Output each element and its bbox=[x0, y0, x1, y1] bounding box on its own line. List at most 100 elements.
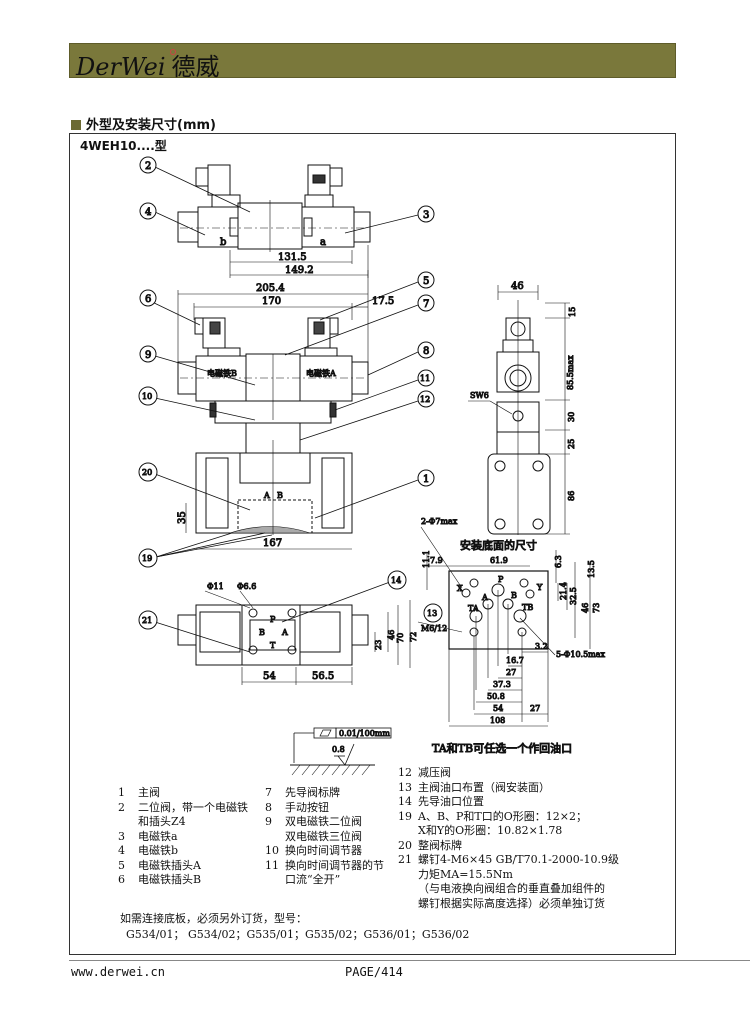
view-top-valve: b a 131.5 149.2 2 4 3 bbox=[139, 156, 435, 278]
dim-149-2: 149.2 bbox=[285, 265, 314, 276]
callout-7: 7 bbox=[423, 299, 429, 310]
dim-86: 86 bbox=[567, 491, 576, 501]
label-y: Y bbox=[536, 583, 543, 592]
label-x: X bbox=[457, 584, 463, 593]
view-plan: P B A T Φ11 Φ6.6 54 56.5 23 46 70 72 21 … bbox=[138, 570, 419, 685]
dim-46-plan: 46 bbox=[387, 630, 396, 640]
footer-url: www.derwei.cn bbox=[71, 965, 165, 979]
dim-15: 15 bbox=[568, 307, 577, 317]
dim-61-9: 61.9 bbox=[490, 556, 508, 565]
section-title-text: 外型及安装尺寸(mm) bbox=[86, 118, 216, 133]
callout-1: 1 bbox=[423, 474, 429, 485]
gland-a bbox=[329, 167, 343, 187]
mounting-face: 安装底面的尺寸 2-Φ7max X P Y A B TA TB M6/12 5-… bbox=[417, 517, 606, 756]
view-main-valve: A B 35 167 20 19 1 bbox=[138, 440, 435, 568]
dim-170: 170 bbox=[262, 296, 281, 307]
plug-b-base bbox=[211, 194, 241, 208]
callout-4: 4 bbox=[145, 207, 151, 218]
dim-37-3: 37.3 bbox=[493, 680, 511, 689]
logo-dot-icon bbox=[170, 49, 176, 55]
dim-131-5: 131.5 bbox=[278, 252, 307, 263]
dim-108: 108 bbox=[490, 716, 505, 725]
dim-85-5max: 85.5max bbox=[566, 355, 575, 390]
dim-205-4: 205.4 bbox=[256, 283, 285, 294]
solenoid-b-body bbox=[197, 206, 239, 248]
nut-left bbox=[229, 217, 239, 237]
callout-20: 20 bbox=[142, 468, 152, 477]
callout-14: 14 bbox=[391, 576, 401, 585]
dim-50-8: 50.8 bbox=[487, 692, 505, 701]
label-b-mount: B bbox=[511, 591, 517, 600]
flatness-value: 0.01/100mm bbox=[339, 729, 390, 738]
legend-item-cont: 口流“全开” bbox=[285, 873, 341, 886]
label-m6-12: M6/12 bbox=[421, 624, 447, 633]
dim-35: 35 bbox=[177, 511, 188, 524]
callout-6: 6 bbox=[145, 294, 151, 305]
plug-a-label bbox=[312, 174, 326, 184]
surface-symbol: 0.01/100mm 0.8 bbox=[290, 727, 392, 776]
view-side: 46 SW6 15 85.5max 30 25 86 bbox=[468, 281, 578, 535]
dim-73: 73 bbox=[592, 603, 601, 613]
legend-item-cont: 螺钉根据实际高度选择）必须单独订货 bbox=[418, 896, 605, 910]
dim-54: 54 bbox=[263, 671, 276, 682]
dim-6-3: 6.3 bbox=[554, 555, 563, 568]
footer-page-number: PAGE/414 bbox=[345, 965, 403, 979]
legend-item-cont: 力矩MA=15.5Nm bbox=[418, 867, 513, 881]
callout-19: 19 bbox=[142, 554, 152, 563]
dim-17-5: 17.5 bbox=[372, 296, 394, 307]
mounting-title: 安装底面的尺寸 bbox=[460, 538, 537, 552]
knob-left bbox=[177, 211, 199, 243]
label-b: b bbox=[220, 237, 226, 248]
knob-right bbox=[353, 211, 371, 243]
dim-23: 23 bbox=[374, 640, 383, 650]
callout-10: 10 bbox=[142, 392, 152, 401]
label-p-mount: P bbox=[498, 575, 504, 584]
solenoid-a-body bbox=[301, 206, 355, 248]
label-tb: TB bbox=[522, 603, 533, 612]
dim-13-5: 13.5 bbox=[587, 560, 596, 578]
dim-27-a: 27 bbox=[506, 668, 516, 677]
label-a-plan: A bbox=[281, 628, 288, 637]
callout-21: 21 bbox=[142, 616, 152, 625]
label-ta: TA bbox=[468, 604, 479, 613]
dim-16-7: 16.7 bbox=[506, 656, 524, 665]
footer-divider bbox=[69, 960, 750, 961]
dim-32-5: 32.5 bbox=[569, 587, 578, 605]
model-label: 4WEH10....型 bbox=[80, 139, 167, 153]
dim-21-4: 21.4 bbox=[559, 582, 568, 600]
dim-phi6-6: Φ6.6 bbox=[237, 582, 256, 591]
dim-phi11: Φ11 bbox=[207, 582, 224, 591]
note-line-2: G534/01； G534/02；G535/01；G535/02；G536/01… bbox=[126, 928, 470, 941]
dim-7-9: 7.9 bbox=[430, 556, 443, 565]
callout-2: 2 bbox=[145, 161, 151, 172]
dim-27-b: 27 bbox=[530, 704, 540, 713]
label-5-phi10-5max: 5-Φ10.5max bbox=[556, 650, 606, 659]
dim-72: 72 bbox=[409, 632, 418, 642]
callout-3: 3 bbox=[423, 210, 429, 221]
label-solenoid-b: 电磁铁B bbox=[207, 368, 237, 378]
nut-right bbox=[303, 217, 313, 237]
drawing-frame bbox=[69, 133, 676, 955]
legend-item-cont: （与电液换向阀组合的垂直叠加组件的 bbox=[418, 882, 605, 895]
label-sw6: SW6 bbox=[470, 391, 489, 400]
label-port-a: A bbox=[263, 491, 270, 500]
dim-54-mount: 54 bbox=[493, 704, 503, 713]
plug-b bbox=[207, 164, 231, 196]
